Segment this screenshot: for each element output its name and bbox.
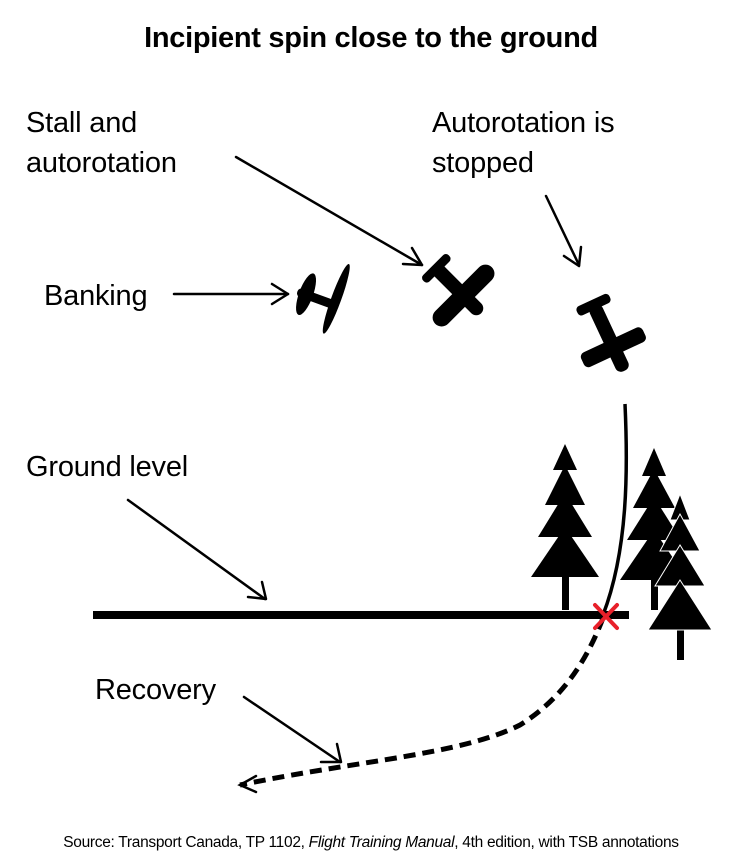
descent-path xyxy=(601,403,629,616)
arrow-ground-level xyxy=(126,498,268,601)
source-prefix: Source: Transport Canada, TP 1102, xyxy=(63,834,309,851)
arrow-stall-to-aircraft xyxy=(234,155,424,267)
recovery-path xyxy=(237,617,606,794)
label-recovery: Recovery xyxy=(95,674,216,706)
source-suffix: , 4th edition, with TSB annotations xyxy=(454,834,679,851)
impact-x-icon xyxy=(593,603,619,630)
tree-right xyxy=(647,492,713,660)
aircraft-stopped-icon xyxy=(576,293,646,372)
source-title: Flight Training Manual xyxy=(308,834,455,851)
tree-left xyxy=(531,444,599,610)
label-banking: Banking xyxy=(44,280,148,312)
label-autorotation-stopped: Autorotation is stopped xyxy=(432,107,615,179)
arrow-recovery xyxy=(242,695,343,764)
source-citation: Source: Transport Canada, TP 1102, Fligh… xyxy=(0,834,742,852)
arrow-stopped-to-aircraft xyxy=(544,194,583,268)
diagram-title: Incipient spin close to the ground xyxy=(144,22,598,54)
label-stall-and-autorotation: Stall and autorotation xyxy=(26,107,177,179)
label-ground-level: Ground level xyxy=(26,451,189,483)
aircraft-banking-icon xyxy=(296,263,350,334)
aircraft-stall-icon xyxy=(422,254,495,327)
arrow-banking-to-aircraft xyxy=(172,282,290,306)
